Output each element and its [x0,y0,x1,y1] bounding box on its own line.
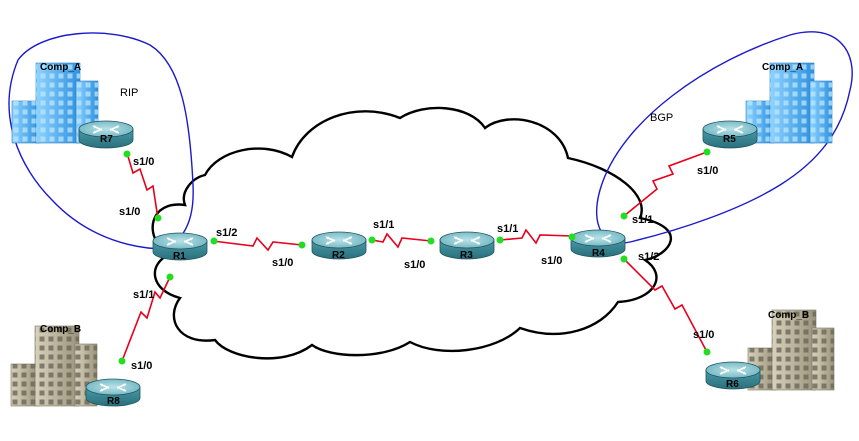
router-label: R1 [173,251,186,262]
building-label: Comp_A [762,62,803,73]
building-icon [745,62,833,144]
port-dot [496,236,504,244]
building-label: Comp_B [40,324,81,335]
port-dot [298,241,306,249]
cloud-icon [151,106,673,360]
router-label: R6 [726,379,739,390]
port-dot [118,357,126,365]
interface-label: s1/1 [632,214,653,226]
port-dot [154,214,162,222]
router-label: R3 [460,250,473,261]
rip-area-boundary [8,32,194,250]
router-label: R7 [100,134,113,145]
link-r1-r2 [212,236,303,252]
building-label: Comp_B [768,310,809,321]
link-r4-r5 [623,151,708,217]
port-dot [620,255,628,263]
interface-label: s1/2 [216,227,237,239]
port-dot [703,348,711,356]
interface-label: s1/1 [133,289,154,301]
interface-label: s1/0 [541,255,562,267]
router-label: R2 [332,250,345,261]
rip-label: RIP [120,87,138,99]
interface-label: s1/0 [693,329,714,341]
interface-label: s1/0 [697,165,718,177]
port-dot [427,237,435,245]
router-label: R4 [592,248,605,259]
port-dot [620,212,628,220]
port-dot [123,150,131,158]
port-dot [166,273,174,281]
router-label: R8 [107,396,120,407]
interface-label: s1/1 [373,219,394,231]
interface-label: s1/0 [272,257,293,269]
interface-label: s1/2 [638,251,659,263]
link-r1-r8 [121,276,171,362]
interface-label: s1/0 [404,259,425,271]
port-dot [368,236,376,244]
bgp-label: BGP [650,112,673,124]
port-dot [568,233,576,241]
building-icon [747,309,835,391]
port-dot [210,237,218,245]
building-icon [10,325,98,407]
router-label: R5 [723,134,736,145]
port-dot [703,148,711,156]
bgp-area-boundary [595,31,853,244]
link-r4-r6 [623,258,708,353]
link-r7-r1 [126,152,159,220]
link-r3-r4 [499,228,573,245]
building-label: Comp_A [40,62,81,73]
interface-label: s1/0 [119,206,140,218]
interface-label: s1/1 [497,223,518,235]
interface-label: s1/0 [131,360,152,372]
link-r2-r3 [371,232,432,249]
interface-label: s1/0 [133,156,154,168]
